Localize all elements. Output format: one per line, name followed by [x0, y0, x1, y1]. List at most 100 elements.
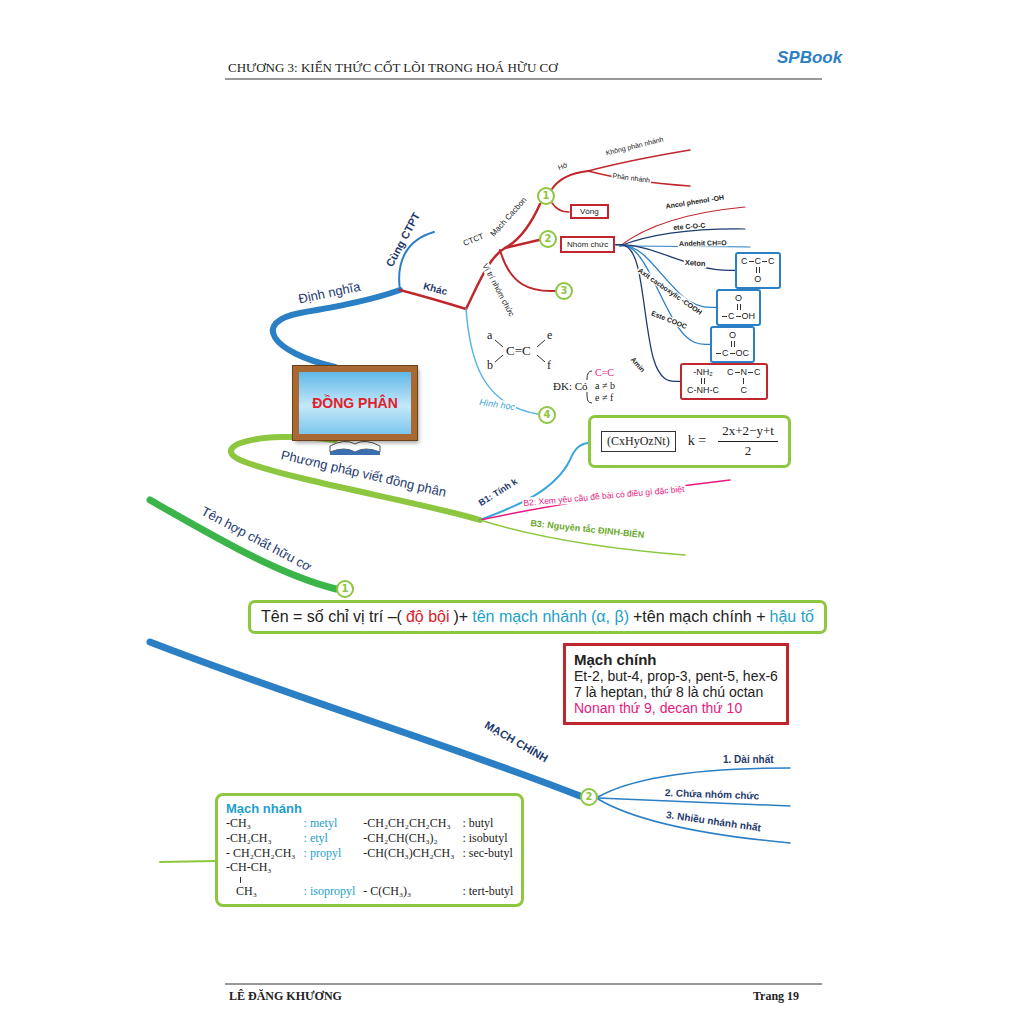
branch-label: 3. Nhiều nhánh nhất [664, 809, 762, 833]
node-text: -CH₂CH(CH₃)₂ [363, 832, 454, 846]
node-text: 4 [544, 409, 551, 421]
branch-connector [615, 245, 716, 308]
branch-line [598, 799, 790, 843]
node-text: 2x+2−y+t [722, 424, 774, 439]
formula-box: (CxHyOzNt)k =2x+2−y+t2 [588, 415, 791, 468]
branch-label: C=C [594, 367, 615, 378]
node-text: +tên mạch chính + [633, 608, 766, 626]
node-text: O [735, 293, 742, 303]
branch-label: ĐK: Có [552, 380, 589, 392]
branch-label: a ≠ b [594, 380, 616, 391]
branch-connector [615, 245, 680, 382]
branch-label: Vị trí nhóm chức [480, 261, 516, 319]
text-column: Mạch chínhEt-2, but-4, prop-3, pent-5, h… [574, 651, 778, 717]
branch-label: Hình học [478, 397, 517, 412]
branch-line [552, 171, 588, 189]
text-column: OC OH [722, 293, 755, 322]
bond-line [495, 340, 503, 347]
text-row [727, 377, 761, 385]
node-text: OC [736, 348, 750, 358]
bond-mark [756, 267, 760, 273]
branch-label: Không phân nhánh [604, 135, 665, 157]
node-text: -NH₂ [693, 367, 713, 377]
node-text: : etyl [304, 832, 356, 846]
bond-mark [731, 341, 735, 347]
node-text: Vòng [580, 207, 599, 216]
node-text: hậu tố [769, 608, 813, 626]
node-text: : isopropyl [304, 885, 356, 899]
branch-label: Phân nhánh [611, 172, 651, 184]
node-text: k = [688, 433, 706, 449]
table-box: Mạch nhánh-CH₃: metyl-CH₂CH₂CH₂CH₃: buty… [215, 793, 524, 907]
bond-mark [716, 353, 721, 354]
node-text: : tert-butyl [462, 885, 513, 899]
node-text: C [741, 256, 748, 266]
branch-label: e [546, 328, 553, 343]
center-board: ĐỒNG PHÂN [293, 366, 417, 440]
node-text: C [754, 367, 761, 377]
branch-label: e ≠ f [594, 392, 614, 403]
branch-label: b [486, 358, 494, 373]
node-text: : propyl [304, 847, 356, 861]
node-text: C-NH-C [687, 385, 719, 395]
page-rule [225, 984, 822, 985]
text-row: CNC [727, 367, 761, 377]
text-row: 2 [745, 444, 752, 459]
node-text: C [722, 348, 729, 358]
text-row: Mạch chính [574, 651, 657, 668]
text-column: 2x+2−y+t 2 [718, 424, 778, 459]
node-text: -CH(CH₃)CH₂CH₃ [363, 847, 454, 861]
text-row: O [735, 293, 742, 303]
branch-line [150, 150, 790, 862]
branch-line [466, 309, 538, 414]
callout-circle: 4 [538, 406, 556, 424]
text-row: k = [688, 433, 706, 449]
bond-mark [736, 316, 741, 317]
bond-line [537, 340, 545, 347]
node-text: tên mạch nhánh [472, 608, 587, 626]
branch-label: Amin [629, 355, 647, 374]
text-row: -NH₂ [693, 367, 713, 377]
node-text: Et-2, but-4, prop-3, pent-5, hex-6 [574, 668, 778, 684]
page-rule [225, 79, 822, 80]
branch-label: B1: Tính k [476, 476, 520, 509]
node-text: )+ [454, 608, 469, 626]
node-text: : isobutyl [462, 832, 513, 846]
text-column: OCOC [716, 330, 749, 359]
node-text: C [728, 311, 735, 321]
text-row [741, 266, 775, 274]
text-row [722, 303, 755, 311]
node-text: N [741, 367, 748, 377]
text-column: CNCC [727, 367, 761, 396]
branch-line [231, 437, 480, 520]
callout-circle: 2 [539, 230, 557, 248]
branch-line [480, 480, 730, 520]
branch-line [598, 798, 790, 806]
node-text: C [755, 256, 762, 266]
node-text: ĐỒNG PHÂN [312, 395, 398, 411]
branch-line [150, 500, 336, 589]
node-text: 3 [561, 285, 568, 297]
footer-text: Trang 19 [752, 989, 800, 1004]
text-row: O [754, 274, 761, 284]
text-row: C [741, 385, 748, 395]
node-text: - C(CH₃)₃ [363, 885, 454, 899]
branch-line [588, 150, 690, 171]
formula-box: -NH₂C-NH-CCNCC [680, 363, 768, 400]
bond-mark [730, 353, 735, 354]
formula-box: OCOC [710, 326, 755, 363]
node-text: CH₃ [226, 885, 296, 899]
callout-circle: 2 [580, 788, 598, 806]
node-text: 2 [545, 233, 552, 245]
node-text: - CH₂CH₂CH₃ [226, 847, 296, 861]
text-column: -NH₂ C-NH-C [687, 367, 719, 396]
branch-label: 1. Dài nhất [722, 754, 775, 765]
branch-label: 2. Chứa nhóm chức [664, 787, 761, 801]
node-text: Mạch chính [574, 651, 657, 668]
branch-label: Hở [556, 161, 569, 172]
node-text: Mạch nhánh [226, 801, 513, 816]
bond-mark [722, 316, 727, 317]
node-text: OH [742, 311, 756, 321]
branch-line [480, 443, 588, 520]
branch-connector [615, 245, 710, 345]
